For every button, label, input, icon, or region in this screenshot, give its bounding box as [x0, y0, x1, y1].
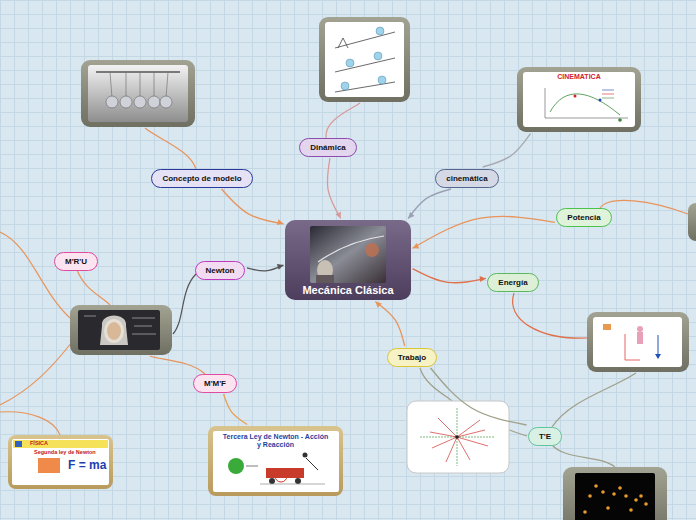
connector — [431, 368, 527, 425]
connector — [327, 158, 341, 219]
connector — [413, 269, 486, 283]
connector — [224, 394, 248, 425]
topic-label: Tercera Ley de Newton - Acción y Reacció… — [220, 433, 331, 450]
incline-picture — [319, 17, 410, 102]
connector-path — [483, 134, 531, 168]
arrow-head — [336, 212, 342, 219]
connector-path — [431, 368, 527, 425]
topic-pill: M'M'F — [193, 374, 237, 393]
connector-path — [222, 189, 284, 224]
leader-lines — [0, 103, 688, 467]
connector-path — [327, 158, 340, 219]
connector — [375, 302, 404, 347]
topic-label: Energía — [498, 278, 527, 287]
arrow-head — [277, 219, 284, 225]
topic-label: Trabajo — [398, 353, 426, 362]
topic-label: cinemática — [446, 174, 487, 183]
topic-pill: T'E — [528, 427, 562, 446]
kinematics-picture — [517, 67, 641, 132]
energy-picture — [587, 312, 689, 372]
connector — [408, 189, 451, 219]
connector — [483, 134, 531, 168]
arrow-head — [375, 302, 381, 308]
third-law-picture — [208, 426, 343, 496]
topic-pill: Newton — [195, 261, 246, 280]
connector — [247, 264, 284, 271]
topic-label: FÍSICA — [30, 440, 109, 447]
topic-pill: cinemática — [435, 169, 498, 188]
arrow-head — [480, 276, 486, 282]
topic-label: Newton — [206, 266, 235, 275]
connector — [222, 189, 284, 225]
image-card: CINEMATICA — [517, 67, 641, 132]
topic-label: T'E — [539, 432, 551, 441]
connector-path — [413, 216, 555, 248]
cradle-picture — [81, 60, 195, 127]
arrow-head — [277, 264, 284, 270]
topic-label: M'R'U — [65, 257, 87, 266]
newton-portrait — [70, 305, 172, 355]
topic-pill: M'R'U — [54, 252, 98, 271]
topic-label: Concepto de modelo — [162, 174, 241, 183]
central-topic: Mecánica Clásica — [285, 220, 411, 300]
image-card: Tercera Ley de Newton - Acción y Reacció… — [208, 426, 343, 496]
work-vectors-picture — [407, 401, 509, 473]
topic-pill: Trabajo — [387, 348, 437, 367]
connector-path — [413, 269, 486, 283]
connector-path — [375, 302, 404, 347]
central-picture — [285, 220, 411, 300]
bounce-picture — [563, 467, 667, 520]
second-law-picture — [8, 435, 113, 489]
image-card: FÍSICA Segunda ley de Newton F = ma — [8, 435, 113, 489]
arrow-head — [408, 212, 414, 218]
topic-label: F = ma — [68, 458, 109, 472]
topic-label: M'M'F — [204, 379, 226, 388]
cut-card — [688, 203, 696, 241]
topic-label: Potencia — [567, 213, 600, 222]
connector — [413, 216, 555, 248]
topic-label: Mecánica Clásica — [289, 284, 407, 296]
topic-pill: Dinámica — [299, 138, 357, 157]
arrow-head — [413, 243, 420, 248]
topic-pill: Potencia — [556, 208, 611, 227]
connector-path — [224, 394, 248, 425]
topic-label: CINEMATICA — [523, 73, 635, 80]
topic-label: Segunda ley de Newton — [34, 449, 109, 456]
connector-path — [408, 189, 451, 219]
topic-pill: Concepto de modelo — [151, 169, 252, 188]
topic-label: Dinámica — [310, 143, 346, 152]
topic-pill: Energía — [487, 273, 538, 292]
